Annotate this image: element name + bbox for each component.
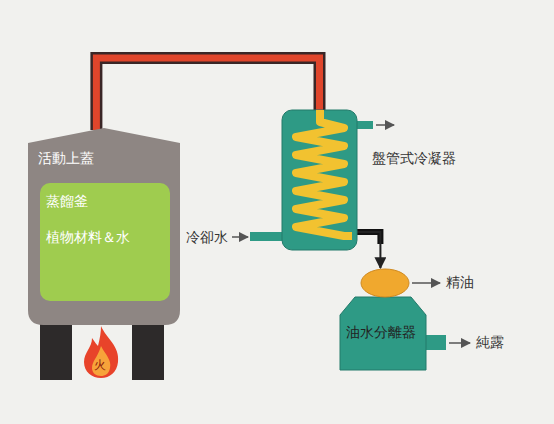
- oil-water-separator-shape: [340, 268, 426, 370]
- oil-label: 精油: [446, 274, 474, 291]
- separator-label: 油水分離器: [346, 324, 416, 341]
- flame-outer: [84, 326, 118, 378]
- chamber-label: 蒸餾釜: [46, 193, 88, 210]
- contents-label: 植物材料＆水: [46, 229, 130, 246]
- condenser-label: 盤管式冷凝器: [372, 150, 456, 167]
- still-leg: [132, 318, 164, 380]
- still-body: 活動上蓋蒸餾釜植物材料＆水: [28, 128, 180, 325]
- flow-arrow: [232, 236, 248, 238]
- fire: 火: [80, 326, 122, 378]
- cooling-water-label: 冷卻水: [186, 229, 228, 246]
- condenser-outline: [282, 110, 357, 250]
- distillate-outlet: [357, 232, 380, 268]
- hydrosol-label: 純露: [476, 334, 504, 351]
- flow-arrow: [449, 342, 470, 344]
- flame-inner: [92, 346, 110, 376]
- coil-condenser: 盤管式冷凝器: [282, 110, 357, 250]
- still-chamber: 蒸餾釜植物材料＆水: [40, 183, 170, 301]
- lid-label: 活動上蓋: [38, 150, 94, 167]
- flow-arrow: [376, 124, 394, 126]
- water-outlet-pipe: [355, 121, 373, 129]
- condenser-coil: [296, 110, 352, 236]
- separator-outline: [340, 297, 426, 370]
- oil-water-separator: 油水分離器: [340, 268, 426, 370]
- still-outline: [28, 128, 180, 325]
- fire-label: 火: [94, 358, 106, 372]
- coil-condenser-shape: [282, 110, 357, 250]
- flow-arrow: [412, 282, 440, 284]
- water-inlet-pipe: [250, 232, 284, 241]
- still-leg: [40, 318, 72, 380]
- essential-oil-drop: [361, 269, 409, 297]
- hydrosol-outlet: [424, 335, 446, 350]
